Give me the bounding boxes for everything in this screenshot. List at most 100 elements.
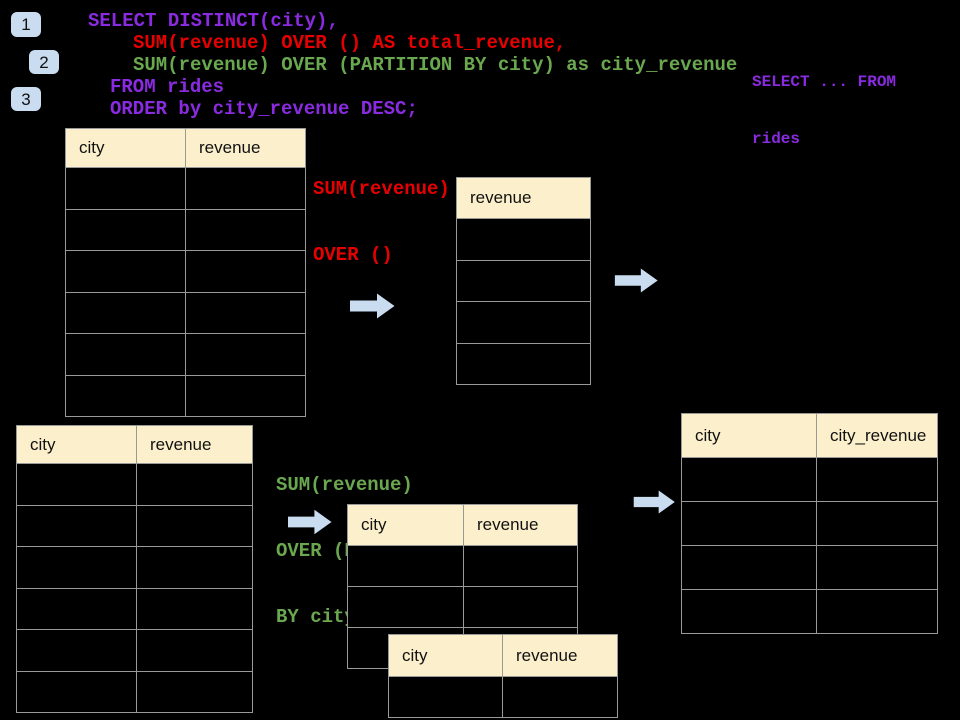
empty-row	[347, 545, 578, 587]
empty-cell	[65, 250, 186, 293]
sql-code-line-3: SUM(revenue) OVER (PARTITION BY city) as…	[133, 54, 738, 76]
empty-row	[65, 208, 306, 251]
side-code-line-1: SELECT ... FROM	[752, 73, 897, 91]
empty-row	[681, 457, 938, 502]
empty-row	[16, 546, 253, 589]
empty-cell	[65, 291, 186, 334]
empty-cell	[456, 342, 591, 385]
empty-cell	[456, 218, 591, 261]
table-source-bottom: city revenue	[16, 425, 253, 713]
sql-code-line-1: SELECT DISTINCT(city),	[88, 10, 339, 32]
empty-cell	[136, 463, 253, 506]
column-header-city-revenue: city_revenue	[816, 413, 938, 458]
empty-row	[16, 463, 253, 506]
column-header-revenue: revenue	[502, 634, 618, 677]
sql-code-line-2: SUM(revenue) OVER () AS total_revenue,	[133, 32, 567, 54]
table-header-row: city revenue	[347, 504, 578, 546]
column-header-revenue: revenue	[463, 504, 578, 546]
step-badge-label: 1	[21, 15, 31, 34]
step-badge-1: 1	[11, 12, 41, 37]
step-badge-2: 2	[29, 50, 59, 74]
empty-row	[456, 342, 591, 385]
step-badge-label: 2	[39, 52, 49, 72]
empty-row	[16, 670, 253, 713]
empty-row	[65, 250, 306, 293]
empty-cell	[463, 545, 578, 587]
empty-row	[347, 586, 578, 628]
empty-row	[681, 501, 938, 546]
empty-cell	[65, 167, 186, 210]
table-header-row: city city_revenue	[681, 413, 938, 458]
arrow-right-icon	[614, 268, 658, 293]
empty-cell	[388, 676, 503, 718]
empty-cell	[816, 589, 938, 634]
empty-cell	[185, 208, 306, 251]
sql-code-line-5: ORDER by city_revenue DESC;	[110, 98, 418, 120]
empty-cell	[816, 545, 938, 590]
empty-cell	[347, 545, 464, 587]
empty-cell	[65, 208, 186, 251]
empty-row	[16, 587, 253, 630]
empty-cell	[136, 670, 253, 713]
empty-cell	[502, 676, 618, 718]
empty-cell	[681, 501, 817, 546]
empty-row	[388, 676, 618, 718]
side-code-snippet: SELECT ... FROM rides	[752, 35, 896, 187]
empty-row	[681, 545, 938, 590]
empty-cell	[185, 374, 306, 417]
column-header-city: city	[388, 634, 503, 677]
empty-row	[16, 629, 253, 672]
empty-cell	[456, 259, 591, 302]
empty-row	[681, 589, 938, 634]
column-header-revenue: revenue	[185, 128, 306, 168]
empty-cell	[185, 250, 306, 293]
empty-cell	[65, 333, 186, 376]
empty-cell	[16, 504, 137, 547]
empty-cell	[16, 463, 137, 506]
empty-cell	[185, 167, 306, 210]
table-partition-back: city revenue	[347, 504, 578, 669]
empty-cell	[136, 587, 253, 630]
empty-cell	[16, 629, 137, 672]
empty-row	[456, 218, 591, 261]
empty-cell	[681, 589, 817, 634]
arrow-right-icon	[350, 293, 395, 319]
empty-row	[65, 291, 306, 334]
table-total-revenue-result: revenue	[456, 177, 591, 385]
empty-cell	[681, 545, 817, 590]
empty-cell	[136, 504, 253, 547]
empty-cell	[185, 291, 306, 334]
empty-cell	[136, 629, 253, 672]
step-badge-3: 3	[11, 87, 41, 111]
empty-row	[65, 333, 306, 376]
annotation-total-revenue: SUM(revenue) OVER ()	[313, 134, 450, 310]
empty-cell	[463, 586, 578, 628]
empty-cell	[816, 457, 938, 502]
empty-row	[16, 504, 253, 547]
annotation-line: SUM(revenue)	[313, 178, 450, 200]
empty-cell	[16, 587, 137, 630]
empty-cell	[136, 546, 253, 589]
sql-code-line-4: FROM rides	[110, 76, 225, 98]
empty-cell	[16, 670, 137, 713]
table-header-row: city revenue	[16, 425, 253, 464]
annotation-line: OVER ()	[313, 244, 393, 266]
column-header-revenue: revenue	[456, 177, 591, 219]
empty-cell	[456, 301, 591, 344]
empty-cell	[16, 546, 137, 589]
empty-cell	[185, 333, 306, 376]
annotation-line: SUM(revenue)	[276, 474, 413, 496]
table-header-row: city revenue	[65, 128, 306, 168]
step-badge-label: 3	[21, 89, 31, 109]
column-header-city: city	[681, 413, 817, 458]
side-code-line-2: rides	[752, 130, 801, 148]
empty-cell	[816, 501, 938, 546]
empty-row	[456, 301, 591, 344]
empty-cell	[681, 457, 817, 502]
empty-row	[65, 374, 306, 417]
empty-row	[456, 259, 591, 302]
table-partition-front: city revenue	[388, 634, 618, 718]
empty-cell	[347, 586, 464, 628]
arrow-right-icon	[633, 490, 675, 514]
column-header-revenue: revenue	[136, 425, 253, 464]
